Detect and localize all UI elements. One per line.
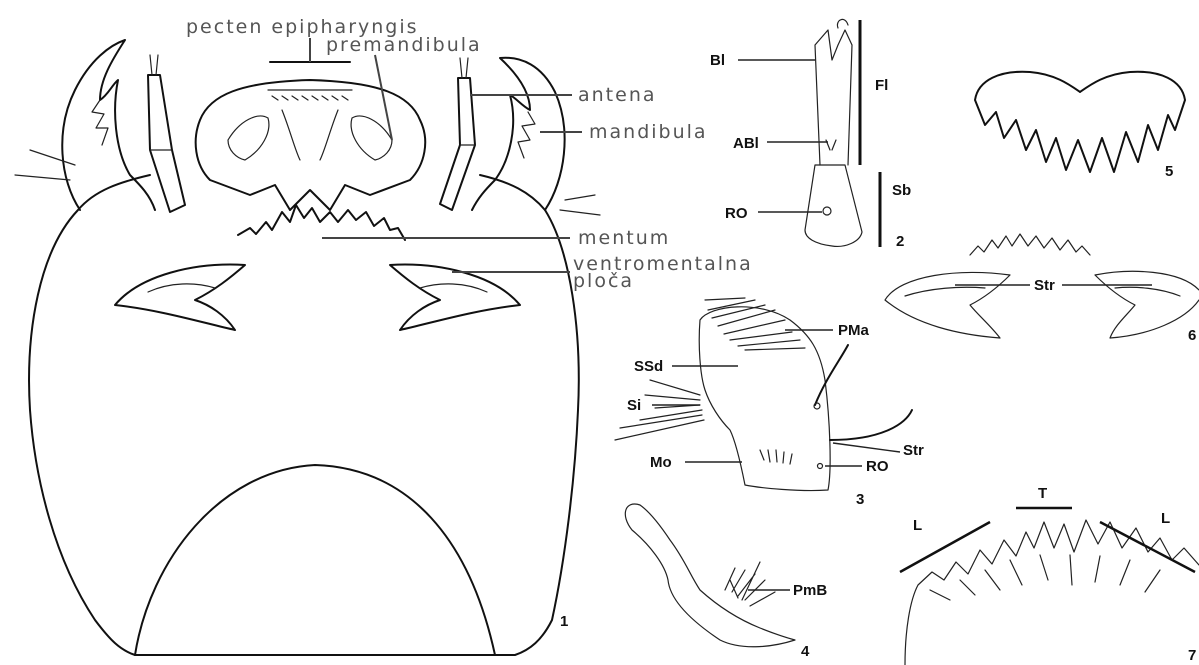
left-mandible-teeth [92,100,108,145]
figure-number-2: 2 [896,233,904,250]
mentum-outline-7 [905,520,1199,665]
ring-organ [823,207,831,215]
label-l-right: L [1161,510,1170,527]
label-pma: PMa [838,322,870,339]
right-premandible [351,116,392,160]
figure-number-1: 1 [560,613,568,630]
label-l-left: L [913,517,922,534]
mandible-outline [699,307,830,491]
figure-7-mentum-detail: L T L 7 [900,485,1199,665]
figure-4-premandible: PmB 4 [625,504,827,660]
left-premandible [228,116,269,160]
label-premandibula: premandibula [326,34,482,56]
left-mandible [62,40,155,210]
label-t: T [1038,485,1047,502]
figure-1-head-capsule: pecten epipharyngis premandibula antena … [15,16,753,655]
right-ventromental-plate [390,265,520,330]
label-ro-2: RO [725,205,748,222]
right-antenna [440,78,475,210]
pecten-teeth [268,90,352,100]
figure-2-antenna: Bl Fl ABl Sb RO 2 [710,19,911,250]
label-bl: Bl [710,52,725,69]
label-antena: antena [578,84,657,106]
figure-number-4: 4 [801,643,810,660]
head-capsule-outline [29,175,579,655]
left-antenna [148,75,185,212]
premandible-brush [725,562,775,606]
figure-number-3: 3 [856,491,864,508]
label-fl: Fl [875,77,888,94]
figure-5-comb: 5 [975,72,1185,180]
mentum-6 [970,234,1090,255]
label-pmb: PmB [793,582,827,599]
label-str-6: Str [1034,277,1055,294]
left-ventromental-plate-6 [885,272,1010,338]
occipital-arch [135,465,495,655]
figure-number-6: 6 [1188,327,1196,344]
mandible-seta-2 [830,410,912,440]
figure-number-7: 7 [1188,647,1196,664]
l-bracket-right [1100,522,1195,572]
figure-6-ventromentum: Str 6 [885,234,1199,344]
label-si: Si [627,397,641,414]
label-ro-3: RO [866,458,889,475]
label-mandibula: mandibula [589,121,708,143]
figure-number-5: 5 [1165,163,1173,180]
mandible-seta-1 [815,345,848,405]
label-abl: ABl [733,135,759,152]
label-sb: Sb [892,182,911,199]
label-ssd: SSd [634,358,663,375]
antenna-basal-segment [805,165,862,246]
left-ventromental-plate [115,265,245,330]
side-setae [15,150,600,215]
premandible-outline [625,504,795,647]
mentum [238,205,405,240]
comb-outline [975,72,1185,172]
label-mo: Mo [650,454,672,471]
label-mentum: mentum [578,227,670,249]
figure-3-mandible: PMa SSd Si Str Mo RO 3 [615,298,924,508]
right-mandible-teeth [518,112,535,158]
premandibular-brush [705,298,805,350]
label-str-3: Str [903,442,924,459]
right-ventromental-plate-6 [1095,271,1199,338]
label-ploca: ploča [573,270,634,292]
right-mandible [472,58,565,210]
